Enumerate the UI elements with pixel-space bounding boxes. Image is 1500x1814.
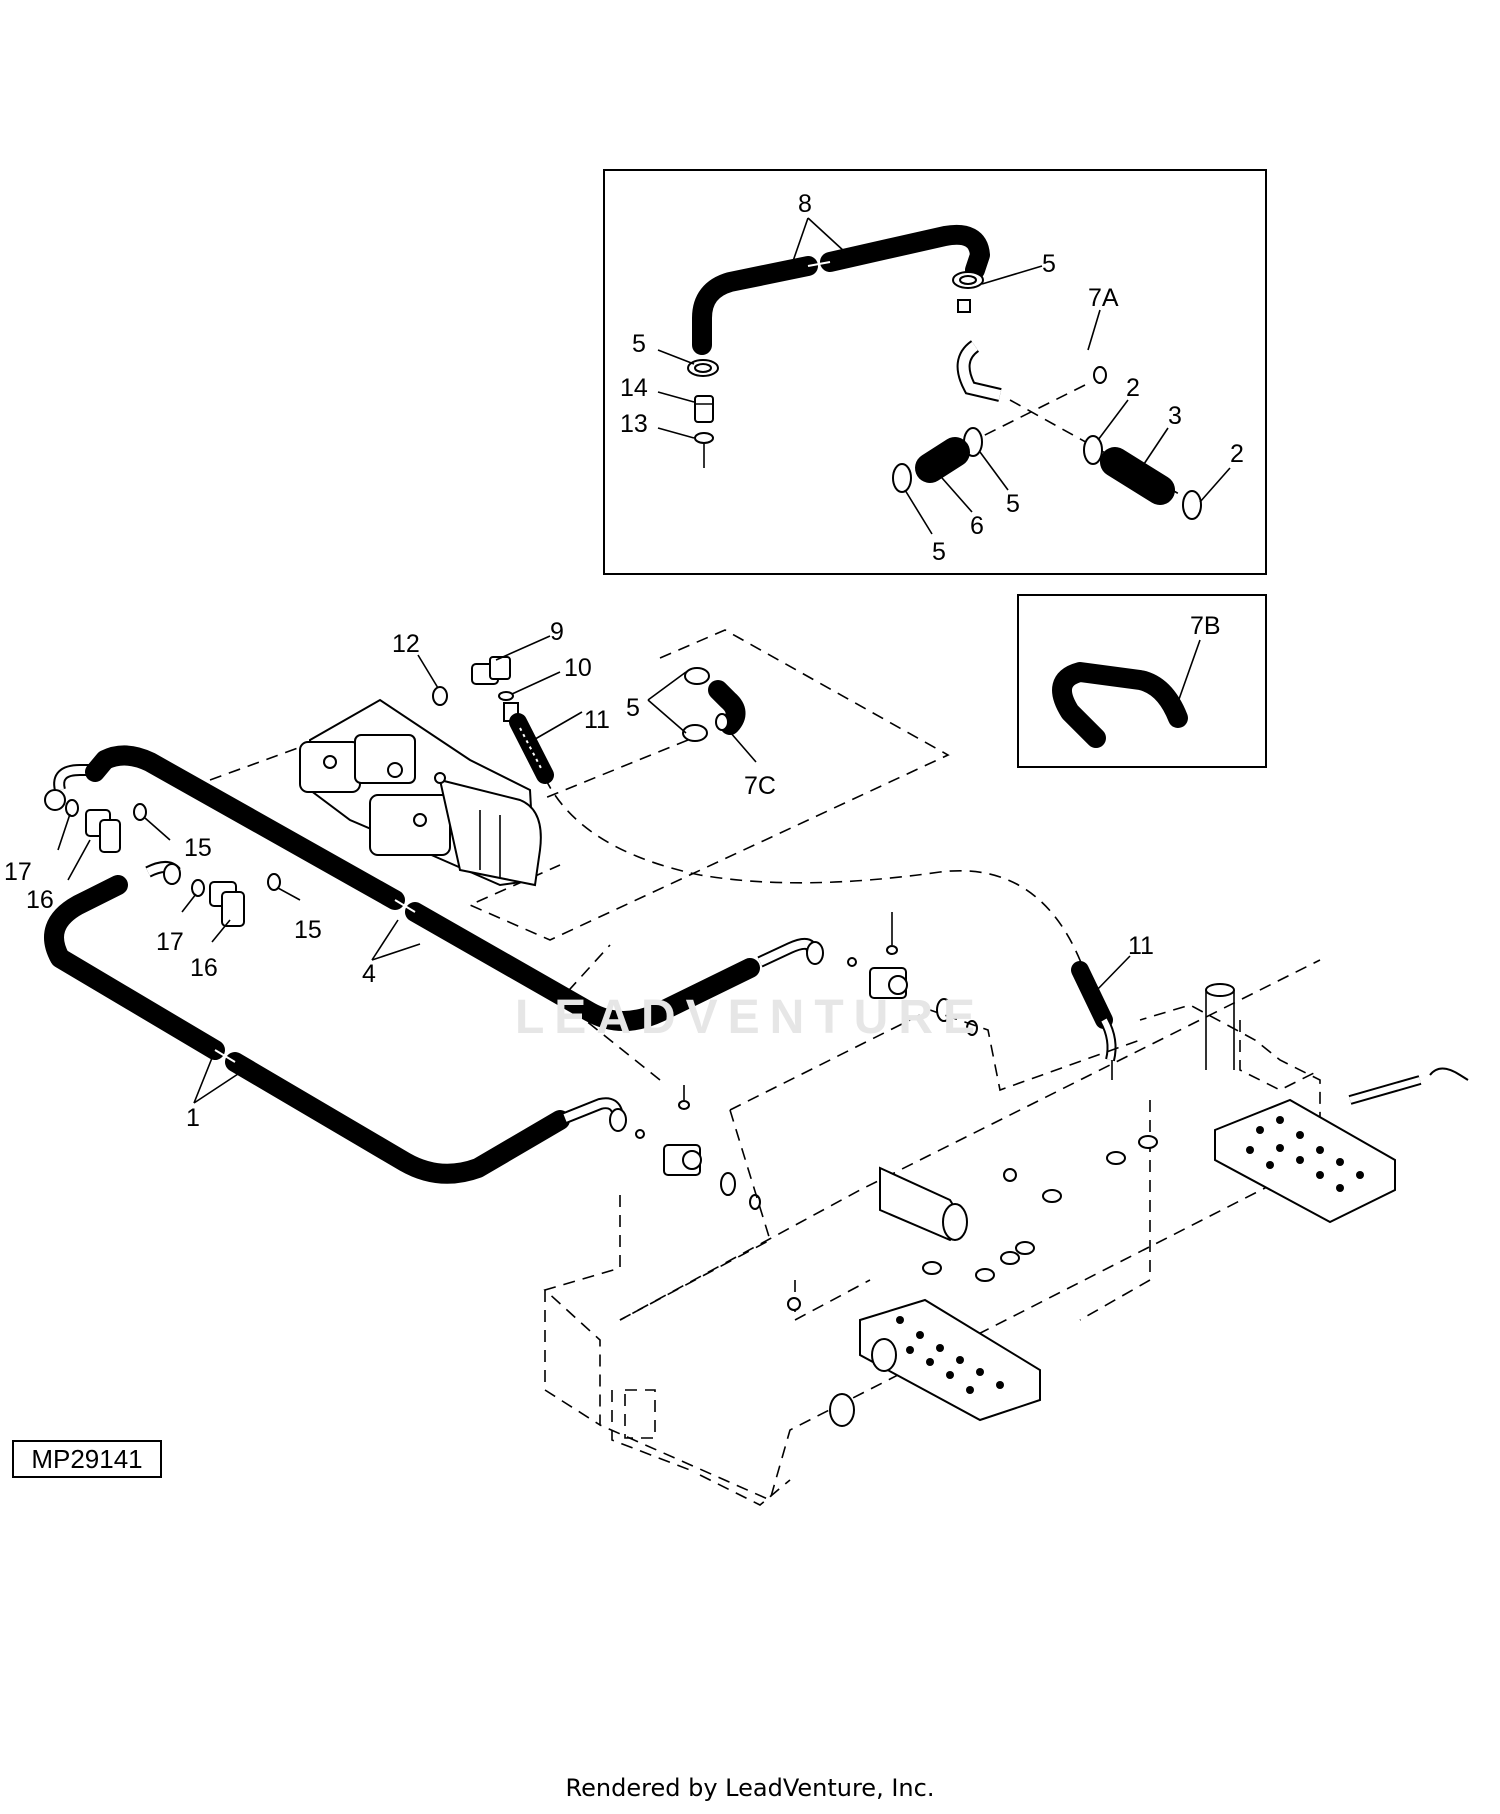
hose-4: [44, 745, 824, 1031]
washer-13: [694, 432, 714, 468]
diagram-code-box: MP29141: [12, 1440, 162, 1478]
callout-10: 10: [564, 654, 592, 682]
callout-2-left: 2: [1126, 374, 1140, 402]
hose-11-upper: [503, 702, 554, 784]
leaders-pump: [417, 635, 757, 763]
clamp-5-upper-right: [952, 271, 984, 289]
callout-4: 4: [362, 960, 376, 988]
callout-15-lower: 15: [294, 916, 322, 944]
callout-15-upper: 15: [184, 834, 212, 862]
callout-5-upper-right: 5: [1042, 250, 1056, 278]
callout-9: 9: [550, 618, 564, 646]
foot-pedal-left: [859, 1298, 1041, 1422]
filter-assembly: [879, 1166, 968, 1242]
elbow-fitting-16-lower: [209, 881, 245, 927]
callout-1: 1: [186, 1104, 200, 1132]
callout-5-low: 5: [932, 538, 946, 566]
hose-1: [44, 861, 627, 1184]
leaders-upper: [657, 217, 1231, 535]
callout-2-right: 2: [1230, 440, 1244, 468]
clamp-5-7c-upper: [684, 667, 710, 685]
callout-14: 14: [620, 374, 648, 402]
callout-7a: 7A: [1088, 284, 1119, 312]
assembly-line-7c: [539, 739, 689, 801]
elbow-fitting-16-upper: [85, 809, 121, 853]
valve-fitting-upper: [847, 912, 978, 1036]
callout-3: 3: [1168, 402, 1182, 430]
callout-5-left: 5: [632, 330, 646, 358]
hose-11-route: [544, 777, 1083, 966]
callout-11-upper: 11: [584, 706, 610, 734]
callout-7b: 7B: [1190, 612, 1221, 640]
fitting-14: [694, 395, 714, 423]
leader-7b: [1177, 639, 1201, 703]
callout-11-lower: 11: [1128, 932, 1154, 960]
o-ring-10: [498, 691, 514, 701]
callout-6: 6: [970, 512, 984, 540]
elbow-fitting-9: [471, 656, 511, 685]
clamp-2-left: [1083, 435, 1103, 465]
clamp-2-right: [1182, 490, 1202, 520]
callout-7c: 7C: [744, 772, 776, 800]
hose-3: [1100, 447, 1175, 505]
callout-17-lower: 17: [156, 928, 184, 956]
o-ring-15-upper: [133, 803, 147, 821]
callout-5-7c: 5: [626, 694, 640, 722]
o-ring-12: [432, 686, 448, 706]
callout-13: 13: [620, 410, 648, 438]
callout-17-upper: 17: [4, 858, 32, 886]
watermark: LEADVENTURE: [514, 991, 986, 1044]
callout-16-upper: 16: [26, 886, 54, 914]
callout-16-lower: 16: [190, 954, 218, 982]
diagram-code: MP29141: [31, 1444, 143, 1474]
leader-11-lower: [1094, 955, 1131, 993]
footer-credit: Rendered by LeadVenture, Inc.: [565, 1774, 935, 1802]
hose-11-lower: [1071, 961, 1117, 1080]
o-ring-17-lower: [191, 879, 205, 897]
foot-pedal-right: [1214, 1098, 1396, 1224]
o-ring-17-upper: [65, 799, 79, 817]
hose-8: [692, 224, 990, 355]
leaders-hoses: [57, 813, 421, 1104]
pipe-7a: [956, 299, 1107, 402]
valve-fitting-lower: [635, 1085, 761, 1210]
hose-7c: [708, 680, 746, 735]
clamp-5-low: [892, 463, 912, 493]
frame-fasteners: [787, 1067, 1469, 1427]
o-ring-15-lower: [267, 873, 281, 891]
hose-7b: [1052, 662, 1188, 748]
tractor-frame: [543, 944, 1321, 1506]
hydraulic-pump: [299, 698, 542, 887]
clamp-5-left: [687, 359, 719, 377]
callout-5-mid: 5: [1006, 490, 1020, 518]
callout-12: 12: [392, 630, 420, 658]
frame-post: [1205, 983, 1235, 1070]
inset-box-upper: [603, 169, 1267, 575]
hose-6: [915, 437, 970, 483]
assembly-line-7a: [974, 384, 1086, 441]
clamp-5-7c-lower: [682, 724, 708, 742]
inset-box-7b: [1017, 594, 1267, 768]
callout-8: 8: [798, 190, 812, 218]
